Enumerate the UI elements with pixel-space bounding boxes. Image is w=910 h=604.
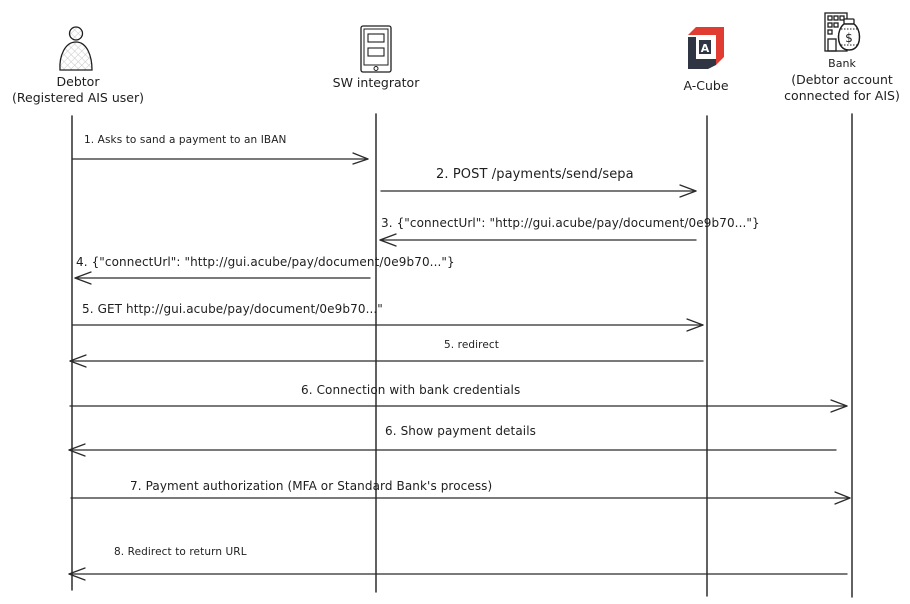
actor-sw-integrator: SW integrator: [333, 75, 420, 91]
arrow-step-5: [72, 318, 704, 332]
message-label-step-6: 6. Connection with bank credentials: [301, 383, 521, 397]
actor-bank-subtitle-line2: connected for AIS): [784, 88, 900, 103]
message-label-step-3: 3. {"connectUrl": "http://gui.acube/pay/…: [381, 216, 760, 230]
message-label-step-5-redirect: 5. redirect: [444, 339, 500, 351]
arrow-step-6-show-details: [68, 443, 837, 457]
bank-money-bag-icon: $: [824, 12, 861, 52]
actor-debtor-name: Debtor: [56, 74, 100, 89]
actor-bank-subtitle-line1: (Debtor account: [791, 72, 893, 87]
actor-acube: A-Cube: [683, 78, 728, 94]
actor-bank: Bank (Debtor account connected for AIS): [784, 56, 900, 104]
acube-logo-icon: A: [688, 27, 724, 69]
actor-debtor-subtitle: (Registered AIS user): [12, 90, 144, 105]
message-label-step-6-show-details: 6. Show payment details: [385, 424, 537, 438]
actor-debtor: Debtor (Registered AIS user): [12, 74, 144, 106]
arrow-step-2: [380, 184, 697, 198]
message-label-step-7: 7. Payment authorization (MFA or Standar…: [130, 479, 493, 493]
arrow-step-1: [72, 152, 369, 165]
message-label-step-1: 1. Asks to sand a payment to an IBAN: [84, 134, 287, 146]
svg-text:$: $: [845, 31, 853, 45]
mobile-device-icon: [360, 25, 392, 73]
arrow-step-3: [379, 233, 697, 247]
actor-sw-integrator-name: SW integrator: [332, 75, 420, 90]
arrow-step-7: [70, 491, 851, 505]
actor-bank-name: Bank: [828, 57, 856, 70]
message-label-step-4: 4. {"connectUrl": "http://gui.acube/pay/…: [76, 255, 455, 269]
arrow-step-5-redirect: [69, 354, 704, 368]
person-icon: [59, 26, 93, 71]
message-label-step-8: 8. Redirect to return URL: [114, 546, 247, 558]
actor-acube-name: A-Cube: [683, 78, 729, 93]
message-label-step-5: 5. GET http://gui.acube/pay/document/0e9…: [82, 302, 383, 316]
svg-text:A: A: [701, 42, 710, 55]
message-label-step-2: 2. POST /payments/send/sepa: [436, 167, 634, 182]
arrow-step-4: [74, 271, 371, 285]
arrow-step-6: [69, 399, 848, 413]
arrow-step-8: [68, 567, 848, 581]
